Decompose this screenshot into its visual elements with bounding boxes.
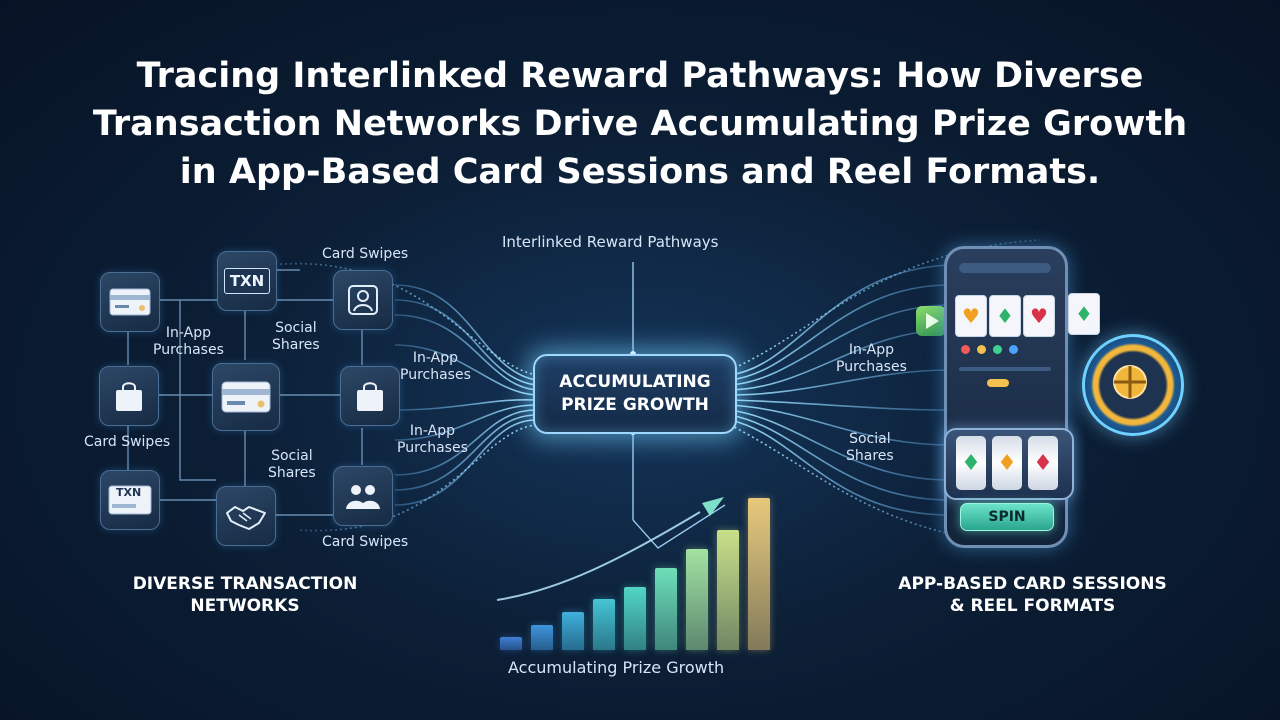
label-card-swipes-mid: Card Swipes xyxy=(84,434,171,450)
credit-card-icon xyxy=(221,381,271,413)
shopping-bag-icon xyxy=(116,382,142,411)
growth-bar xyxy=(748,498,770,650)
chip-gold xyxy=(977,345,986,354)
title-line-1: Tracing Interlinked Reward Pathways: How… xyxy=(136,56,1144,96)
hub-line-1: ACCUMULATING xyxy=(559,372,711,392)
playing-card-heart-red: ♥ xyxy=(1023,295,1055,337)
person-icon xyxy=(348,285,378,315)
handshake-tile xyxy=(216,486,276,546)
label-line: Purchases xyxy=(400,367,471,383)
center-vertical-links xyxy=(632,262,726,549)
people-icon xyxy=(346,485,380,509)
label-line: Social xyxy=(271,448,313,464)
label-line: Shares xyxy=(846,448,894,464)
growth-bar xyxy=(500,637,522,650)
section-line: NETWORKS xyxy=(190,596,300,616)
card-tile-1 xyxy=(100,272,160,332)
reel-symbol-gold: ♦ xyxy=(992,436,1022,490)
txn-tile-top: TXN xyxy=(217,251,277,311)
prize-growth-hub: ACCUMULATING PRIZE GROWTH xyxy=(533,354,737,434)
label-line: Social xyxy=(849,431,891,447)
txn-card-icon xyxy=(108,485,152,515)
growth-bar xyxy=(624,587,646,650)
label-line: Purchases xyxy=(836,359,907,375)
hub-line-2: PRIZE GROWTH xyxy=(561,395,709,415)
phone-divider xyxy=(959,367,1051,371)
growth-bar xyxy=(717,530,739,650)
growth-bar xyxy=(593,599,615,650)
credit-card-icon xyxy=(109,288,151,316)
prize-wheel-icon xyxy=(1082,334,1184,436)
chip-blue xyxy=(1009,345,1018,354)
label-line: In-App xyxy=(412,350,458,366)
left-section-title: DIVERSE TRANSACTION NETWORKS xyxy=(110,573,380,617)
txn-icon: TXN xyxy=(223,268,271,294)
people-tile xyxy=(333,466,393,526)
label-line: Shares xyxy=(268,465,316,481)
floating-card-diamond: ♦ xyxy=(1068,293,1100,335)
handshake-icon xyxy=(226,506,266,530)
right-label-social-shares: Social Shares xyxy=(846,431,894,465)
growth-bar xyxy=(531,625,553,650)
growth-bar xyxy=(686,549,708,650)
reel-symbol-green: ♦ xyxy=(956,436,986,490)
phone-status-bar xyxy=(959,263,1051,273)
chip-green xyxy=(993,345,1002,354)
card-tile-center xyxy=(212,363,280,431)
label-social-shares-a: Social Shares xyxy=(272,320,320,354)
slot-reel: ♦ ♦ ♦ xyxy=(944,428,1074,500)
phone-gold-pill xyxy=(987,379,1009,387)
section-line: DIVERSE TRANSACTION xyxy=(132,574,358,594)
right-label-in-app-purchases: In-App Purchases xyxy=(836,342,907,376)
label-line: Purchases xyxy=(153,342,224,358)
title-line-3: in App-Based Card Sessions and Reel Form… xyxy=(179,152,1101,192)
shopping-bag-icon xyxy=(357,382,383,411)
reel-symbol-red: ♦ xyxy=(1028,436,1058,490)
label-in-app-purchases-a: In-App Purchases xyxy=(153,325,224,359)
left-flow-lines xyxy=(269,262,537,532)
label-line: Shares xyxy=(272,337,320,353)
person-tile xyxy=(333,270,393,330)
txn-card-label: TXN xyxy=(116,486,142,499)
label-in-app-purchases-b: In-App Purchases xyxy=(400,350,471,384)
label-line: Social xyxy=(275,320,317,336)
bag-tile-left xyxy=(99,366,159,426)
play-icon xyxy=(916,306,946,336)
label-line: In-App xyxy=(409,423,455,439)
label-line: Purchases xyxy=(397,440,468,456)
label-in-app-purchases-c: In-App Purchases xyxy=(397,423,468,457)
section-line: APP-BASED CARD SESSIONS xyxy=(898,574,1167,594)
txn-card-tile: TXN xyxy=(100,470,160,530)
page-title: Tracing Interlinked Reward Pathways: How… xyxy=(0,52,1280,196)
growth-arrow xyxy=(496,497,724,601)
title-line-2: Transaction Networks Drive Accumulating … xyxy=(92,104,1188,144)
chart-label: Accumulating Prize Growth xyxy=(508,658,725,677)
growth-bar xyxy=(655,568,677,650)
label-card-swipes-bottom: Card Swipes xyxy=(322,534,409,550)
label-line: In-App xyxy=(848,342,894,358)
label-line: In-App xyxy=(165,325,211,341)
right-section-title: APP-BASED CARD SESSIONS & REEL FORMATS xyxy=(880,573,1185,617)
growth-bar xyxy=(562,612,584,650)
label-card-swipes-top: Card Swipes xyxy=(322,246,409,262)
playing-card-diamond-green: ♦ xyxy=(989,295,1021,337)
chip-red xyxy=(961,345,970,354)
section-line: & REEL FORMATS xyxy=(949,596,1116,616)
playing-card-heart-gold: ♥ xyxy=(955,295,987,337)
label-social-shares-b: Social Shares xyxy=(268,448,316,482)
bag-tile-right xyxy=(340,366,400,426)
pathways-label: Interlinked Reward Pathways xyxy=(502,233,719,251)
spin-button[interactable]: SPIN xyxy=(960,503,1054,531)
